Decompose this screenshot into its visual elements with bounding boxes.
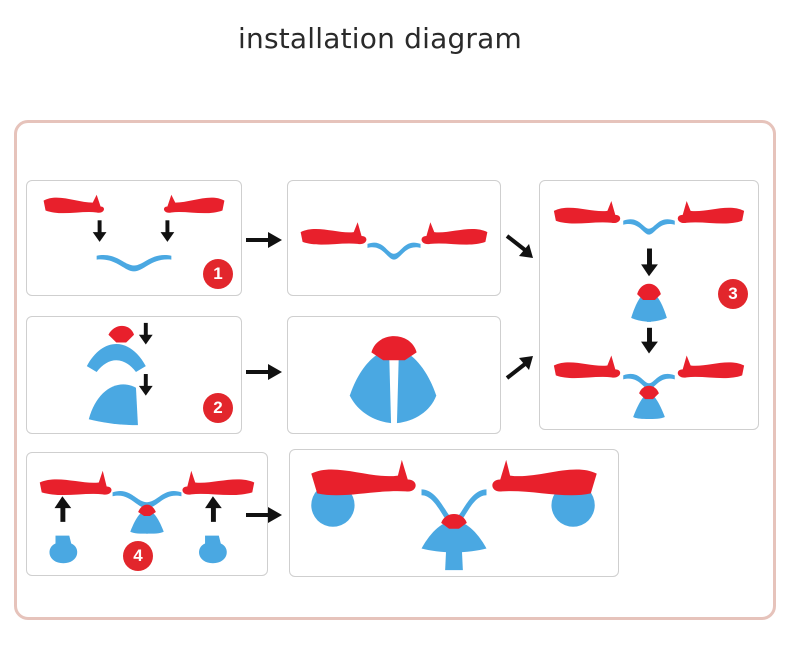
step-2-badge: 2 — [203, 393, 233, 423]
final-result-panel — [289, 449, 619, 577]
step-3-panel: 3 — [539, 180, 759, 430]
assembled-bar-illustration — [300, 222, 488, 260]
assembled-base-illustration — [349, 336, 437, 424]
step-4-badge: 4 — [123, 541, 153, 571]
assembled-seesaw-illustration — [311, 459, 597, 571]
diagram-title: installation diagram — [238, 22, 522, 55]
step-2-illustration — [86, 322, 153, 426]
flow-arrow — [244, 505, 284, 525]
step-4-illustration — [39, 470, 255, 564]
step-3-badge: 3 — [718, 279, 748, 309]
step-3-illustration — [553, 200, 745, 419]
step-2-result-panel — [287, 316, 501, 434]
step-1-result-panel — [287, 180, 501, 296]
step-4-panel: 4 — [26, 452, 268, 576]
flow-arrow — [503, 352, 537, 382]
step-1-panel: 1 — [26, 180, 242, 296]
flow-arrow — [244, 230, 284, 250]
flow-arrow — [503, 232, 537, 262]
flow-arrow — [244, 362, 284, 382]
step-2-panel: 2 — [26, 316, 242, 434]
step-1-illustration — [43, 194, 225, 272]
step-1-badge: 1 — [203, 259, 233, 289]
